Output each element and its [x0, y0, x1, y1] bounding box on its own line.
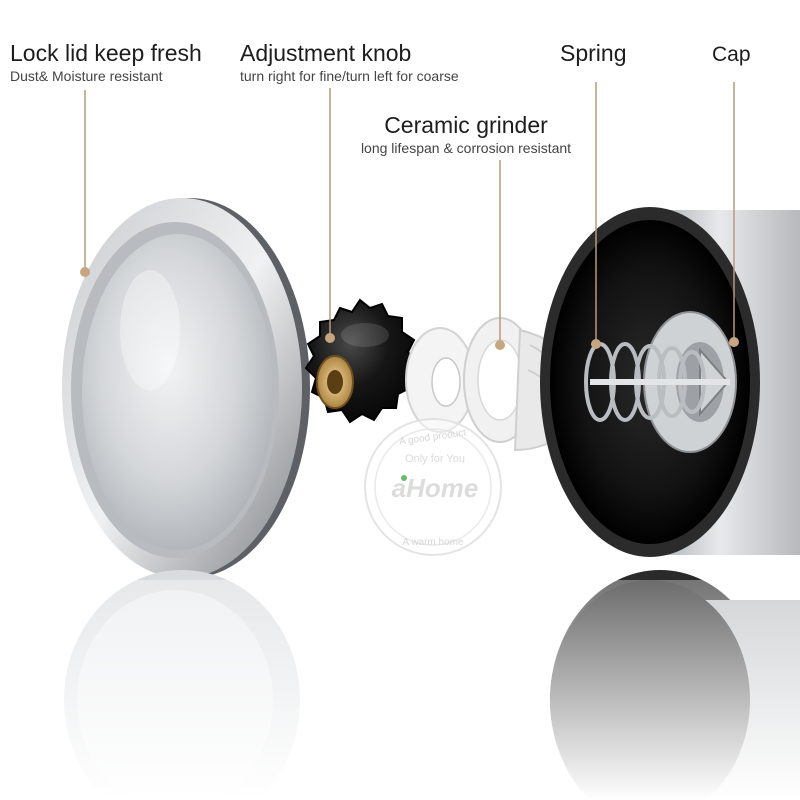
leader-dots — [80, 267, 739, 350]
label-lock-lid: Lock lid keep fresh Dust& Moisture resis… — [10, 40, 202, 85]
label-spring-title: Spring — [560, 40, 627, 66]
adjustment-knob-part — [304, 298, 418, 424]
lock-lid-part — [62, 198, 310, 578]
label-ceramic-grinder-subtitle: long lifespan & corrosion resistant — [360, 140, 572, 156]
ahome-watermark: A good product Only for You aHome A warm… — [364, 418, 502, 556]
label-adjustment-knob-title: Adjustment knob — [240, 40, 412, 66]
label-ceramic-grinder-title: Ceramic grinder — [384, 112, 548, 138]
label-spring: Spring — [560, 40, 626, 66]
label-adjustment-knob: Adjustment knob turn right for fine/turn… — [240, 40, 459, 85]
label-lock-lid-title: Lock lid keep fresh — [10, 40, 202, 66]
label-adjustment-knob-subtitle: turn right for fine/turn left for coarse — [240, 68, 459, 84]
label-cap-title: Cap — [712, 43, 751, 66]
watermark-line1: Only for You — [405, 453, 465, 465]
washer-part — [405, 327, 475, 433]
watermark-arc-bottom: A warm home — [402, 537, 464, 548]
label-cap: Cap — [712, 42, 751, 68]
leader-lines — [84, 82, 735, 342]
label-lock-lid-subtitle: Dust& Moisture resistant — [10, 68, 163, 84]
label-ceramic-grinder: Ceramic grinder long lifespan & corrosio… — [338, 112, 594, 157]
floor-reflection — [0, 570, 800, 800]
